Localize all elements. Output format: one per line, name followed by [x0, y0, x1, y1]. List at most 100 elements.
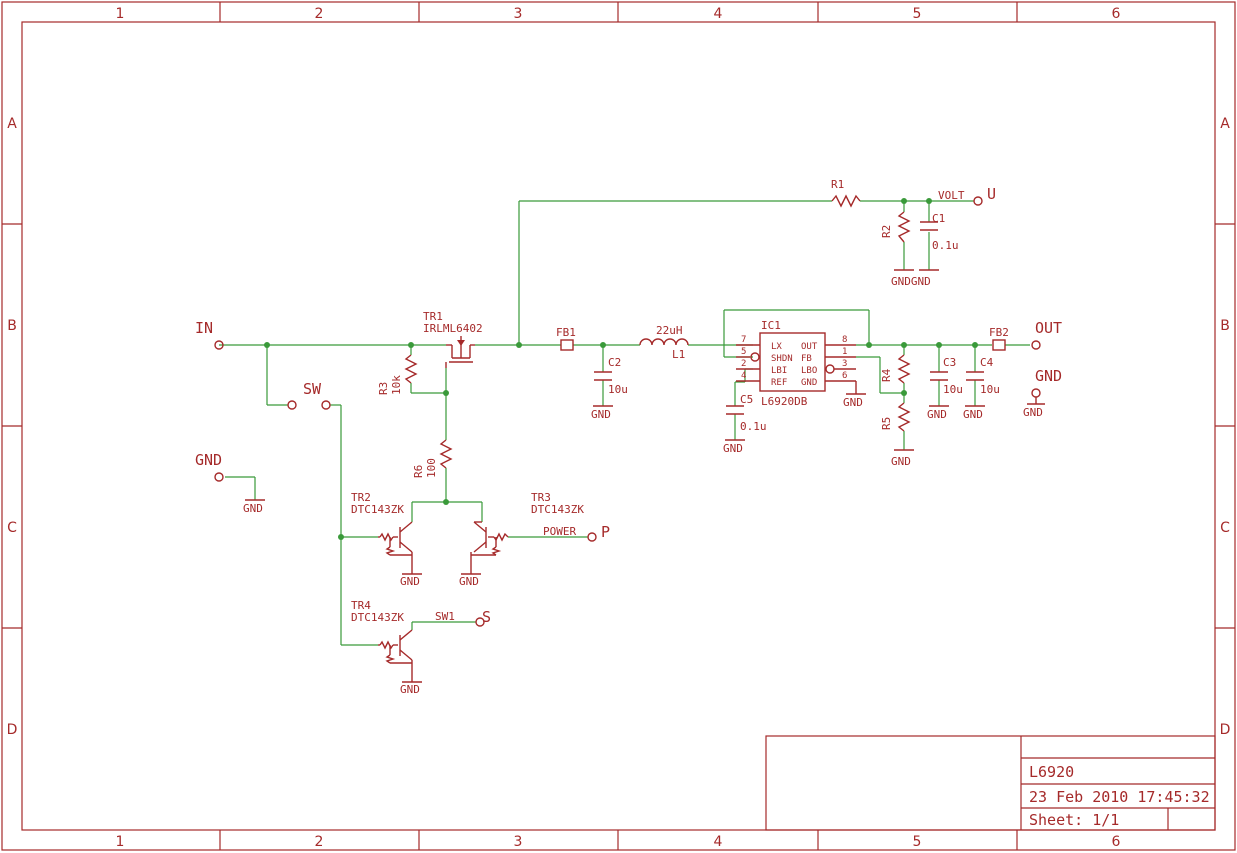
ic1-pin-num-6: 6	[842, 371, 847, 381]
r6-value: 100	[425, 458, 438, 478]
row-label-c-right: C	[1220, 520, 1230, 536]
row-label-a-right: A	[1220, 116, 1230, 132]
c4-capacitor: C4 10u GND	[963, 356, 1000, 421]
c3-name: C3	[943, 356, 956, 369]
title-block-date: 23 Feb 2010 17:45:32	[1029, 788, 1210, 806]
r4-name: R4	[880, 368, 893, 382]
col-label-6-bottom: 6	[1112, 834, 1121, 850]
ic1-pin-num-5: 5	[741, 347, 746, 357]
gnd-symbol-r5: GND	[891, 449, 914, 468]
col-label-3: 3	[514, 6, 523, 22]
connector-gnd-right-label: GND	[1035, 367, 1062, 385]
r4-resistor: R4	[880, 354, 911, 384]
row-label-d-right: D	[1220, 722, 1231, 738]
c5-capacitor: C5 0.1u GND	[723, 393, 767, 455]
net-volt-label: VOLT	[938, 189, 965, 202]
tr2-name: TR2	[351, 491, 371, 504]
gnd-label-right: GND	[1023, 406, 1043, 419]
l1-inductor: 22uH L1	[639, 324, 689, 361]
title-block: L6920 23 Feb 2010 17:45:32 Sheet: 1/1	[765, 735, 1216, 831]
ic1-pin-gnd: GND	[801, 378, 817, 388]
tr4-value: DTC143ZK	[351, 611, 404, 624]
net-power-label: POWER	[543, 525, 576, 538]
r1-name: R1	[831, 178, 844, 191]
tr2-gnd: GND	[400, 575, 420, 588]
connector-s: S SW1	[435, 608, 491, 627]
col-label-4-bottom: 4	[714, 834, 723, 850]
l1-name: L1	[672, 348, 685, 361]
r2-resistor: R2	[880, 211, 911, 243]
ic1-pin-num-1: 1	[842, 347, 847, 357]
connector-in-label: IN	[195, 319, 213, 337]
c2-value: 10u	[608, 383, 628, 396]
c1-name: C1	[932, 212, 945, 225]
c4-name: C4	[980, 356, 994, 369]
ic1-pin-shdn: SHDN	[771, 354, 793, 364]
gnd-label-r5: GND	[891, 455, 911, 468]
c5-name: C5	[740, 393, 753, 406]
col-label-3-bottom: 3	[514, 834, 523, 850]
connector-sw-label: SW	[303, 380, 322, 398]
ic1-pin-fb: FB	[801, 354, 812, 364]
col-label-2-bottom: 2	[315, 834, 324, 850]
tr4-transistor: TR4 DTC143ZK GND	[351, 599, 422, 696]
ic1-value: L6920DB	[761, 395, 808, 408]
r3-value: 10k	[390, 375, 403, 395]
connector-s-label: S	[482, 608, 491, 626]
l1-value: 22uH	[656, 324, 683, 337]
tr1-mosfet: TR1 IRLML6402	[423, 310, 483, 368]
c2-capacitor: C2 10u GND	[591, 356, 628, 421]
c3-gnd: GND	[927, 408, 947, 421]
ic1-gnd: GND	[843, 396, 863, 409]
col-label-1-bottom: 1	[116, 834, 125, 850]
r1-resistor: R1	[831, 178, 861, 208]
r6-name: R6	[412, 465, 425, 478]
title-block-title: L6920	[1029, 763, 1074, 781]
c5-gnd: GND	[723, 442, 743, 455]
ic1-name: IC1	[761, 319, 781, 332]
col-label-4: 4	[714, 6, 723, 22]
col-label-1: 1	[116, 6, 125, 22]
row-label-b-right: B	[1220, 318, 1230, 334]
connector-out: OUT	[1031, 319, 1062, 350]
ic1-pin-num-4: 4	[741, 371, 746, 381]
connector-gnd-left: GND	[195, 451, 224, 482]
fb1-bead: FB1	[556, 326, 576, 351]
ic1-pin-lx: LX	[771, 342, 782, 352]
ic1-chip: LX SHDN LBI REF OUT FB LBO GND 7 5 2 4 8…	[736, 319, 866, 409]
tr3-name: TR3	[531, 491, 551, 504]
frame-column-labels: 1 2 3 4 5 6 1 2 3 4 5 6	[116, 6, 1121, 850]
title-block-sheet: Sheet: 1/1	[1029, 811, 1119, 829]
connector-sw: SW	[287, 380, 331, 410]
r5-resistor: R5	[880, 402, 911, 432]
gndgnd-label: GNDGND	[891, 275, 931, 288]
tr4-name: TR4	[351, 599, 371, 612]
col-label-5: 5	[913, 6, 922, 22]
tr3-value: DTC143ZK	[531, 503, 584, 516]
ic1-pin-ref: REF	[771, 378, 787, 388]
tr1-name: TR1	[423, 310, 443, 323]
ic1-pin-lbi: LBI	[771, 366, 787, 376]
r2-name: R2	[880, 225, 893, 238]
c3-value: 10u	[943, 383, 963, 396]
row-label-c: C	[7, 520, 17, 536]
fb2-bead: FB2	[989, 326, 1009, 351]
connector-gnd-right: GND GND	[1023, 367, 1062, 419]
row-label-d: D	[7, 722, 18, 738]
r3-resistor: R3 10k	[377, 354, 418, 395]
gnd-symbol-left: GND	[243, 499, 265, 515]
c1-capacitor: C1 0.1u GNDGND	[891, 212, 959, 288]
c4-value: 10u	[980, 383, 1000, 396]
col-label-6: 6	[1112, 6, 1121, 22]
connector-p: P POWER	[543, 523, 610, 542]
c5-value: 0.1u	[740, 420, 767, 433]
tr2-value: DTC143ZK	[351, 503, 404, 516]
col-label-2: 2	[315, 6, 324, 22]
frame-row-labels: A B C D A B C D	[7, 116, 1231, 738]
tr3-gnd: GND	[459, 575, 479, 588]
connector-u: U VOLT	[938, 185, 996, 206]
connector-in: IN	[195, 319, 224, 350]
connector-u-label: U	[987, 185, 996, 203]
r5-name: R5	[880, 417, 893, 430]
